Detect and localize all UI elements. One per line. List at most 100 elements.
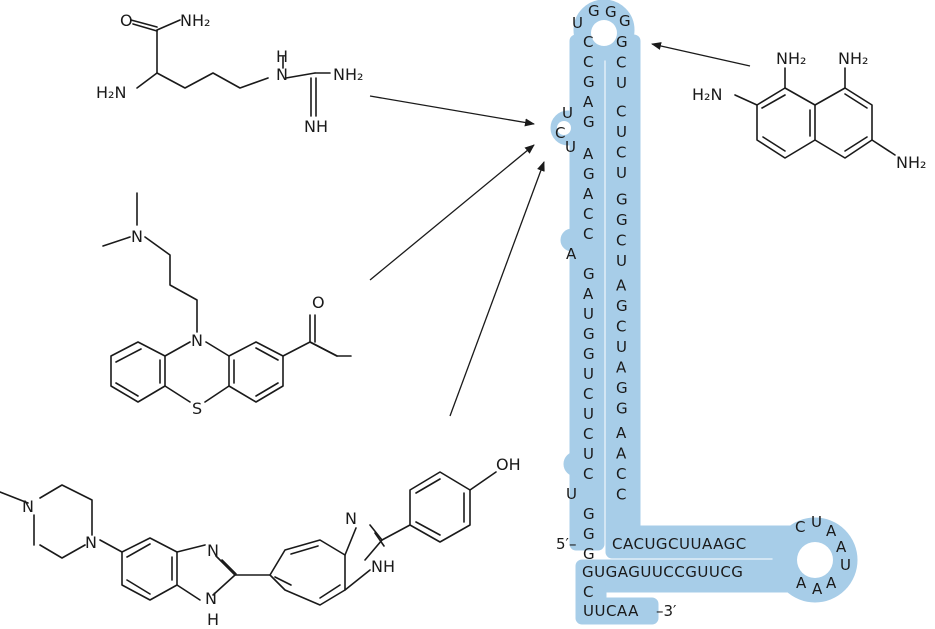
rna-base: G xyxy=(583,113,595,131)
arrow-molecule4 xyxy=(651,42,751,67)
rna-background xyxy=(550,0,858,625)
atom-n-pip2: N xyxy=(85,533,97,552)
atom-nh2-c: NH₂ xyxy=(896,153,926,172)
rna-right-loop-hole xyxy=(797,542,833,578)
rna-base: U xyxy=(583,405,594,423)
rna-base: C xyxy=(583,53,593,71)
rna-base: A xyxy=(583,185,594,203)
atom-h2n: H₂N xyxy=(96,83,126,102)
rna-base: C xyxy=(616,54,626,72)
atom-nh2-guanidine: NH₂ xyxy=(333,65,363,84)
five-prime-label: 5′– xyxy=(556,535,576,553)
rna-base: C xyxy=(583,465,593,483)
rna-base: C xyxy=(555,124,565,142)
rna-base: U xyxy=(565,138,576,156)
rna-base: C xyxy=(616,232,626,250)
rna-base: A xyxy=(616,424,627,442)
rna-base: U xyxy=(572,14,583,32)
arrow-molecule2 xyxy=(369,144,535,281)
rna-base: U xyxy=(616,164,627,182)
rna-base: A xyxy=(796,574,807,592)
molecule-acepromazine: N O N S xyxy=(102,192,352,418)
atom-h2: H xyxy=(383,557,395,576)
rna-base: A xyxy=(616,277,627,295)
rna-base: A xyxy=(583,285,594,303)
rna-bulge-hole xyxy=(557,121,571,135)
rna-base: U xyxy=(566,485,577,503)
rna-base: U xyxy=(616,74,627,92)
rna-top-loop-hole xyxy=(591,20,617,46)
rna-base: C xyxy=(795,518,805,536)
atom-n-pip1: N xyxy=(22,497,34,516)
three-prime-label: –3′ xyxy=(656,602,677,620)
rna-base: A xyxy=(616,359,627,377)
rna-base: G xyxy=(583,325,595,343)
rna-base: C xyxy=(616,103,626,121)
tail-c: C xyxy=(583,583,593,601)
rna-base: C xyxy=(616,144,626,162)
atom-nh2-a: NH₂ xyxy=(776,49,806,68)
rna-base: G xyxy=(616,211,628,229)
atom-n-ring: N xyxy=(191,331,203,350)
molecule-hoechst: N N N N H N N H OH xyxy=(0,455,521,629)
atom-nh1: N xyxy=(205,589,217,608)
molecule-argininamide: O NH₂ H₂N H N NH₂ NH xyxy=(96,11,363,136)
rna-base: G xyxy=(583,345,595,363)
rna-base: G xyxy=(583,525,595,543)
rna-base: C xyxy=(583,425,593,443)
atom-oh: OH xyxy=(496,455,521,474)
rna-base: G xyxy=(605,3,617,21)
atom-n: N xyxy=(276,65,288,84)
rna-base: G xyxy=(583,73,595,91)
atom-n1: N xyxy=(207,541,219,560)
rna-base: A xyxy=(616,445,627,463)
rna-base: G xyxy=(619,12,631,30)
rna-base: G xyxy=(583,505,595,523)
rna-base: A xyxy=(826,522,837,540)
rna-base: G xyxy=(588,2,600,20)
rna-base: U xyxy=(616,252,627,270)
rna-base: U xyxy=(811,513,822,531)
rna-base: U xyxy=(840,556,851,574)
arrow-molecule1 xyxy=(369,95,535,127)
rna-base: A xyxy=(826,574,837,592)
rna-base: U xyxy=(583,445,594,463)
rna-base: G xyxy=(583,265,595,283)
rna-base: A xyxy=(583,145,594,163)
rna-base: U xyxy=(583,305,594,323)
rna-base: G xyxy=(583,545,595,563)
rna-base: G xyxy=(616,400,628,418)
atom-n-amine: N xyxy=(131,227,143,246)
upper-stem-sequence: CACUGCUUAAGC xyxy=(612,535,747,553)
rna-base: G xyxy=(616,191,628,209)
rna-base: C xyxy=(583,385,593,403)
atom-h1: H xyxy=(207,610,219,629)
rna-base: U xyxy=(583,365,594,383)
atom-n2: N xyxy=(345,509,357,528)
rna-base: A xyxy=(836,538,847,556)
rna-base: G xyxy=(616,379,628,397)
atom-h2n: H₂N xyxy=(692,85,722,104)
rna-base: G xyxy=(583,165,595,183)
lower-stem-sequence: GUGAGUUCCGUUCG xyxy=(582,563,743,581)
tail-sequence: UUCAA xyxy=(583,602,639,620)
atom-o: O xyxy=(120,11,133,30)
arrow-molecule3 xyxy=(449,161,545,417)
rna-base: G xyxy=(616,297,628,315)
rna-base: A xyxy=(583,93,594,111)
rna-base: A xyxy=(566,245,577,263)
atom-nh2-amide: NH₂ xyxy=(180,11,210,30)
atom-h: H xyxy=(276,47,288,66)
rna-base: C xyxy=(583,33,593,51)
atom-nh2-ring: N xyxy=(371,557,383,576)
rna-base: U xyxy=(616,123,627,141)
atom-s: S xyxy=(192,399,202,418)
rna-base: C xyxy=(616,486,626,504)
atom-nh: NH xyxy=(304,117,328,136)
rna-base: U xyxy=(562,104,573,122)
rna-base: A xyxy=(812,580,823,598)
atom-o-carbonyl: O xyxy=(312,293,325,312)
rna-base: C xyxy=(616,318,626,336)
rna-base: G xyxy=(616,33,628,51)
